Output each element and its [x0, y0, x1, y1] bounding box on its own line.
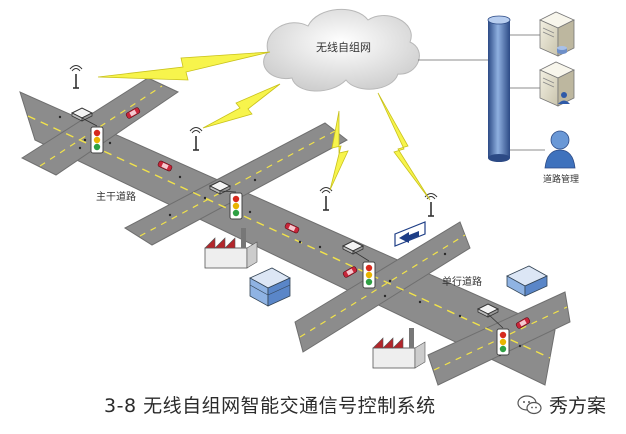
- road-management-label: 道路管理: [543, 173, 579, 185]
- one-way-road: [294, 221, 471, 353]
- building-icon: [506, 265, 548, 297]
- main-road-label: 主干道路: [96, 190, 136, 203]
- figure-caption: 3-8 无线自组网智能交通信号控制系统: [104, 395, 436, 417]
- antenna-icon: [189, 126, 203, 151]
- traffic-light-icon: [362, 261, 376, 289]
- server-backbone: [487, 15, 511, 162]
- wireless-links: [97, 51, 431, 201]
- traffic-light-icon: [90, 126, 104, 154]
- one-way-road-label: 单行道路: [442, 275, 482, 288]
- factory-icon: [204, 228, 258, 269]
- lightning-icon: [97, 51, 271, 81]
- lightning-icon: [202, 83, 281, 129]
- factory-icon: [372, 328, 426, 369]
- antenna-icon: [424, 192, 438, 217]
- arrow-sign-icon: [394, 221, 426, 247]
- wechat-icon: [517, 394, 542, 414]
- building-icon: [249, 267, 291, 307]
- server-icon: [539, 11, 575, 57]
- main-road: [19, 91, 556, 386]
- traffic-lights: [81, 117, 510, 356]
- lightning-icon: [329, 110, 349, 191]
- brand-watermark: 秀方案: [517, 391, 606, 418]
- lightning-icon: [377, 92, 431, 201]
- brand-name: 秀方案: [549, 395, 607, 417]
- buildings: [204, 228, 548, 369]
- cloud-label: 无线自组网: [316, 40, 371, 54]
- cloud-icon: [263, 8, 420, 92]
- traffic-light-icon: [496, 328, 510, 356]
- antenna-icon: [319, 186, 333, 211]
- network-lines: [418, 34, 545, 151]
- traffic-light-icon: [229, 192, 243, 220]
- antenna-icon: [69, 64, 83, 89]
- server-user-icon: [539, 61, 575, 107]
- user-icon: [544, 130, 576, 169]
